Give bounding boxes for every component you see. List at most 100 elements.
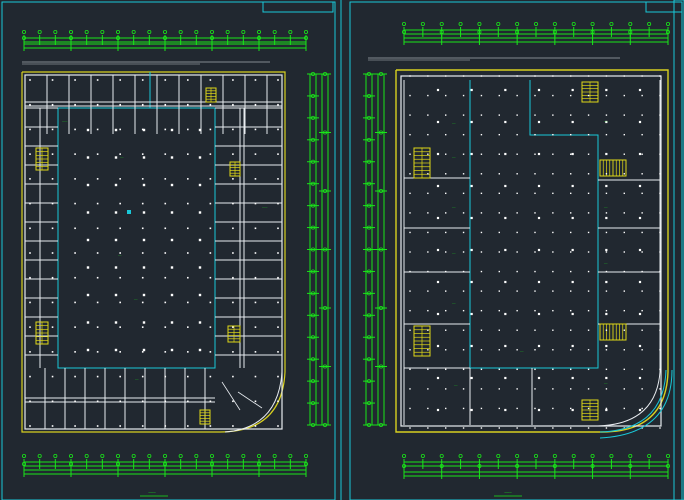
column <box>552 173 554 175</box>
column <box>470 120 473 124</box>
column <box>480 212 483 214</box>
grid-bubble <box>147 29 152 34</box>
curved-wall <box>597 371 661 427</box>
column <box>209 351 212 353</box>
grid-bubble <box>366 401 371 406</box>
column <box>86 156 90 159</box>
column <box>659 368 661 371</box>
column <box>570 407 572 410</box>
grid-bubble <box>590 453 595 458</box>
column <box>445 290 447 292</box>
column <box>209 202 212 205</box>
column <box>638 280 642 284</box>
grid-bubble <box>84 29 89 34</box>
column <box>641 212 643 214</box>
column <box>571 88 574 92</box>
column <box>232 375 234 378</box>
column <box>29 227 31 230</box>
grid-bubble <box>241 453 246 458</box>
column <box>641 309 643 312</box>
column <box>623 427 625 429</box>
column <box>119 227 121 230</box>
column <box>534 173 536 175</box>
grid-bubble <box>366 422 371 427</box>
column <box>29 276 31 279</box>
column <box>277 276 279 279</box>
grid-bubble <box>310 181 315 186</box>
column <box>119 400 121 403</box>
column <box>641 114 643 116</box>
column <box>170 321 174 324</box>
column <box>198 211 202 214</box>
column <box>659 231 661 234</box>
grid-bubble <box>366 225 371 230</box>
column <box>427 94 429 97</box>
grid-bubble <box>366 313 371 318</box>
column <box>516 173 518 175</box>
column <box>570 329 572 331</box>
column <box>96 252 99 254</box>
column <box>232 252 234 254</box>
column <box>587 388 590 390</box>
column <box>277 153 279 155</box>
grid-bubble <box>401 463 406 468</box>
column <box>436 152 440 156</box>
grid-bubble <box>310 422 315 427</box>
grid-bubble <box>147 453 152 458</box>
column <box>119 375 121 378</box>
column <box>623 309 625 312</box>
column <box>141 425 144 427</box>
grid-bubble <box>303 29 308 34</box>
column <box>141 351 144 353</box>
column <box>29 79 31 81</box>
room-label: —— <box>135 377 139 381</box>
room-label: —— <box>520 349 524 353</box>
column <box>462 251 465 253</box>
column <box>74 103 76 106</box>
column <box>552 75 554 77</box>
column <box>198 266 202 269</box>
column <box>534 368 536 371</box>
column <box>409 251 411 253</box>
column <box>480 427 483 429</box>
column <box>480 329 483 331</box>
column <box>516 94 518 97</box>
grid-bubble <box>310 115 315 120</box>
grid-bubble <box>496 21 501 26</box>
column <box>605 408 608 412</box>
column <box>605 192 608 195</box>
column <box>480 114 483 116</box>
column <box>605 75 608 77</box>
column <box>409 212 411 214</box>
column <box>187 103 189 106</box>
column <box>254 153 257 155</box>
column <box>605 270 608 273</box>
column <box>552 231 554 234</box>
grid-bubble <box>209 36 214 41</box>
column <box>51 128 54 131</box>
grid-bubble <box>100 453 105 458</box>
grid-bubble <box>378 130 383 135</box>
column <box>51 425 54 427</box>
column <box>232 326 234 328</box>
column <box>427 329 429 331</box>
grid-bubble <box>256 29 261 34</box>
column <box>498 349 500 351</box>
column <box>427 388 429 390</box>
grid-bubble <box>310 291 315 296</box>
grid-bubble <box>366 269 371 274</box>
column <box>516 368 518 371</box>
column <box>232 103 234 106</box>
grid-bubble <box>322 305 327 310</box>
column <box>504 376 507 380</box>
grid-bubble <box>21 461 26 466</box>
column <box>141 301 144 304</box>
column <box>504 408 507 412</box>
column <box>445 212 447 214</box>
column <box>571 184 574 188</box>
column <box>427 427 429 429</box>
column <box>86 348 90 352</box>
column <box>114 266 118 269</box>
grid-bubble <box>628 21 633 26</box>
grid-bubble <box>310 72 315 77</box>
